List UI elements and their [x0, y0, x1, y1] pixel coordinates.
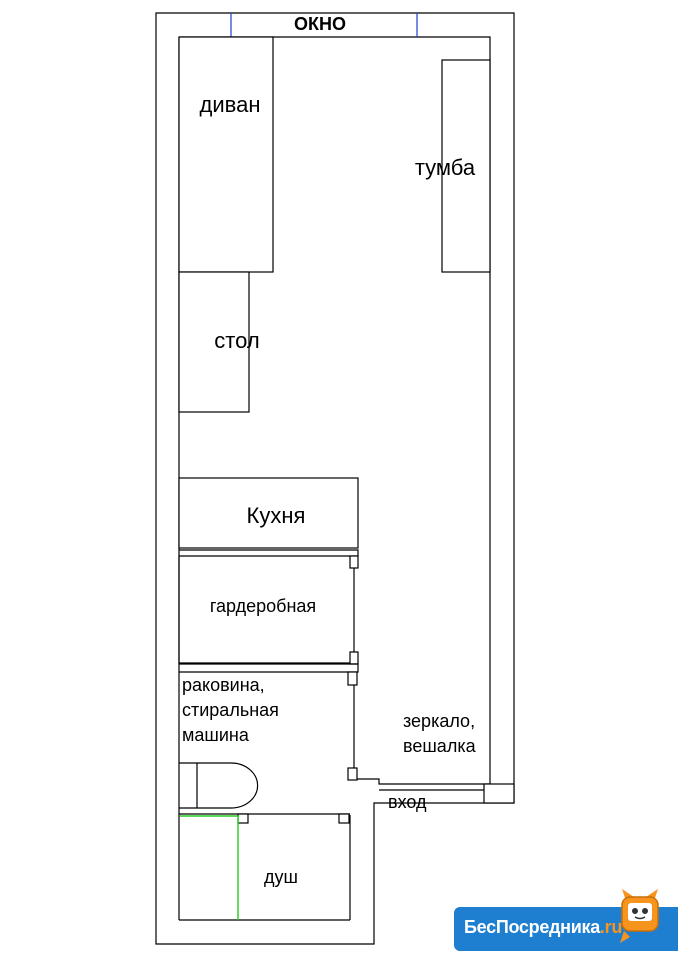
badge-text: БесПосредника.ru [464, 917, 622, 938]
door-post-wardrobe-bottom [349, 651, 359, 665]
sink-label-line3: машина [182, 725, 250, 745]
outer-wall [155, 12, 515, 945]
badge-text-domain: .ru [599, 917, 623, 937]
table-label: стол [214, 328, 259, 353]
door-post-bathroom-bottom [347, 767, 358, 781]
kitchen-label: Кухня [247, 503, 306, 528]
entrance-label: вход [388, 792, 427, 812]
sink-label-line2: стиральная [182, 700, 279, 720]
door-post-bathroom-top [347, 671, 358, 686]
shower-label: душ [264, 867, 298, 887]
sofa [178, 36, 274, 273]
table [178, 271, 250, 413]
door-post-wardrobe-top [349, 555, 359, 569]
sink-label-line1: раковина, [182, 675, 265, 695]
shower-post-right [338, 813, 350, 824]
partition-kitchen [179, 549, 359, 557]
nightstand [441, 59, 491, 273]
window-label: ОКНО [294, 14, 346, 34]
toilet [179, 762, 259, 809]
sofa-label: диван [200, 92, 261, 117]
nightstand-label: тумба [415, 155, 476, 180]
mirror-label-line2: вешалка [403, 736, 477, 756]
mascot-icon [620, 889, 659, 943]
badge-text-main: БесПосредника [464, 917, 600, 937]
shower-post-left [237, 813, 249, 824]
wardrobe [178, 556, 358, 664]
kitchen [178, 477, 359, 549]
entrance-door-jamb [483, 783, 515, 804]
partition-wardrobe [179, 663, 359, 673]
mirror-label-line1: зеркало, [403, 711, 475, 731]
watermark-badge: БесПосредника.ru [454, 889, 678, 951]
wardrobe-label: гардеробная [210, 596, 316, 616]
shower-partition [180, 815, 239, 920]
